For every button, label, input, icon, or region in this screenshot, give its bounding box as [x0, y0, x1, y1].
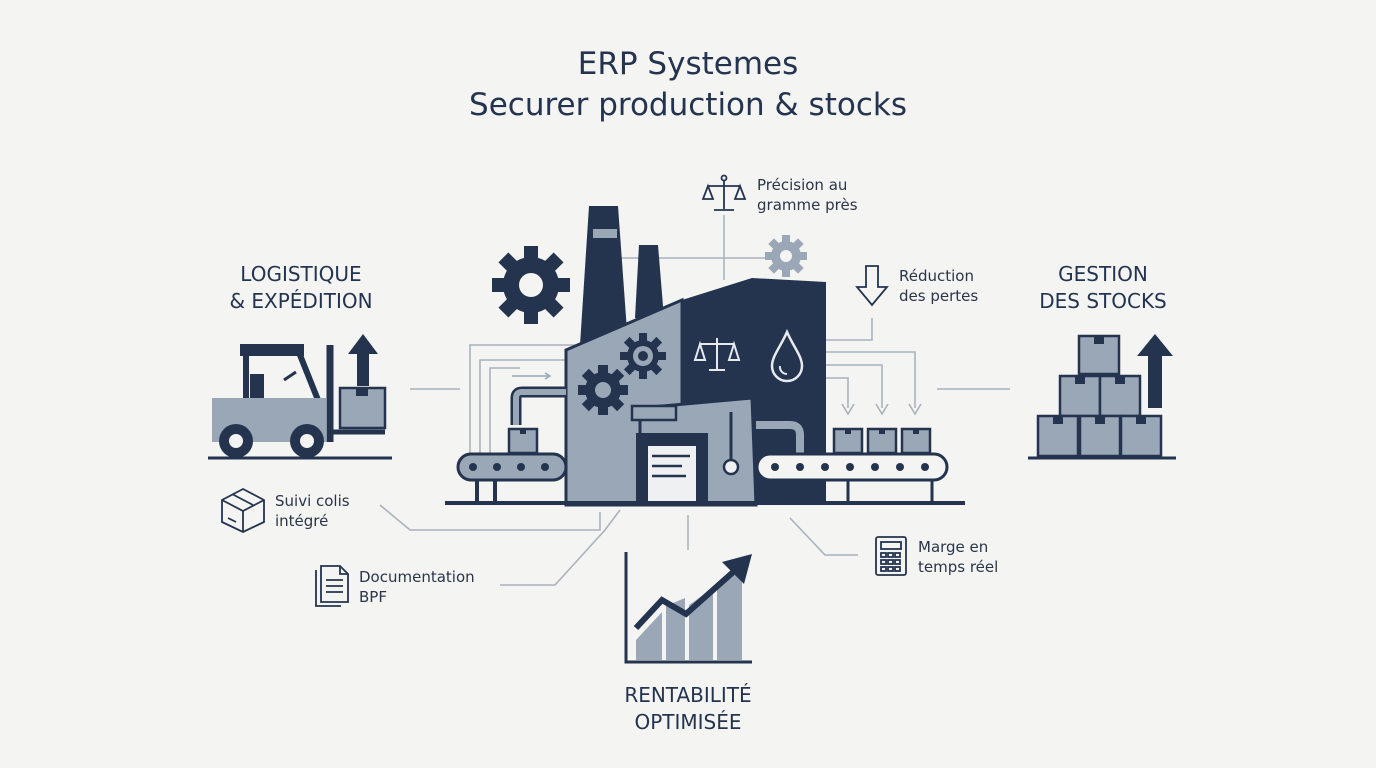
gear-icon-front	[578, 365, 628, 415]
gear-icon-small	[765, 235, 807, 277]
feature-loss-line2: des pertes	[899, 287, 979, 305]
feature-loss: Réduction des pertes	[899, 266, 978, 306]
stock-arrow-up-icon	[1137, 334, 1173, 408]
forklift-icon	[208, 344, 392, 460]
section-logistics-line1: LOGISTIQUE	[240, 262, 362, 286]
page-subtitle: Securer production & stocks	[469, 87, 907, 123]
section-profit-line1: RENTABILITÉ	[624, 683, 752, 707]
feature-margin: Marge en temps réel	[918, 537, 998, 577]
connector-lines	[379, 215, 1010, 586]
section-logistics: LOGISTIQUE & EXPÉDITION	[195, 261, 407, 315]
feature-documentation-line2: BPF	[359, 588, 387, 606]
precision-scale-icon	[701, 174, 747, 211]
gear-icon-wall	[620, 333, 666, 379]
section-profit: RENTABILITÉ OPTIMISÉE	[578, 682, 798, 736]
section-stock: GESTION DES STOCKS	[1005, 261, 1201, 315]
feature-tracking: Suivi colis intégré	[275, 491, 350, 531]
feature-margin-line1: Marge en	[918, 538, 989, 556]
documentation-doc-icon	[315, 565, 349, 607]
section-stock-line1: GESTION	[1058, 262, 1148, 286]
feature-tracking-line2: intégré	[275, 512, 329, 530]
feature-precision: Précision au gramme près	[757, 175, 858, 215]
feature-margin-line2: temps réel	[918, 558, 999, 576]
feature-tracking-line1: Suivi colis	[275, 492, 350, 510]
conveyor-belt	[445, 452, 965, 505]
section-logistics-line2: & EXPÉDITION	[229, 289, 373, 313]
scale-icon	[693, 338, 741, 371]
section-stock-line2: DES STOCKS	[1039, 289, 1167, 313]
droplet-icon	[770, 328, 804, 383]
feature-documentation-line1: Documentation	[359, 568, 475, 586]
feature-precision-line2: gramme près	[757, 196, 858, 214]
page-title: ERP Systemes	[577, 46, 799, 82]
feature-loss-line1: Réduction	[899, 267, 974, 285]
growth-chart-icon	[624, 552, 752, 664]
forklift-box	[338, 386, 387, 430]
tracking-package-icon	[221, 487, 265, 533]
arrow-up-icon	[348, 334, 378, 386]
feature-precision-line1: Précision au	[757, 176, 848, 194]
section-profit-line2: OPTIMISÉE	[634, 710, 742, 734]
feature-documentation: Documentation BPF	[359, 567, 475, 607]
gear-icon-large	[492, 246, 570, 324]
margin-calculator-icon	[875, 536, 907, 576]
loss-arrow-down-icon	[855, 265, 889, 307]
